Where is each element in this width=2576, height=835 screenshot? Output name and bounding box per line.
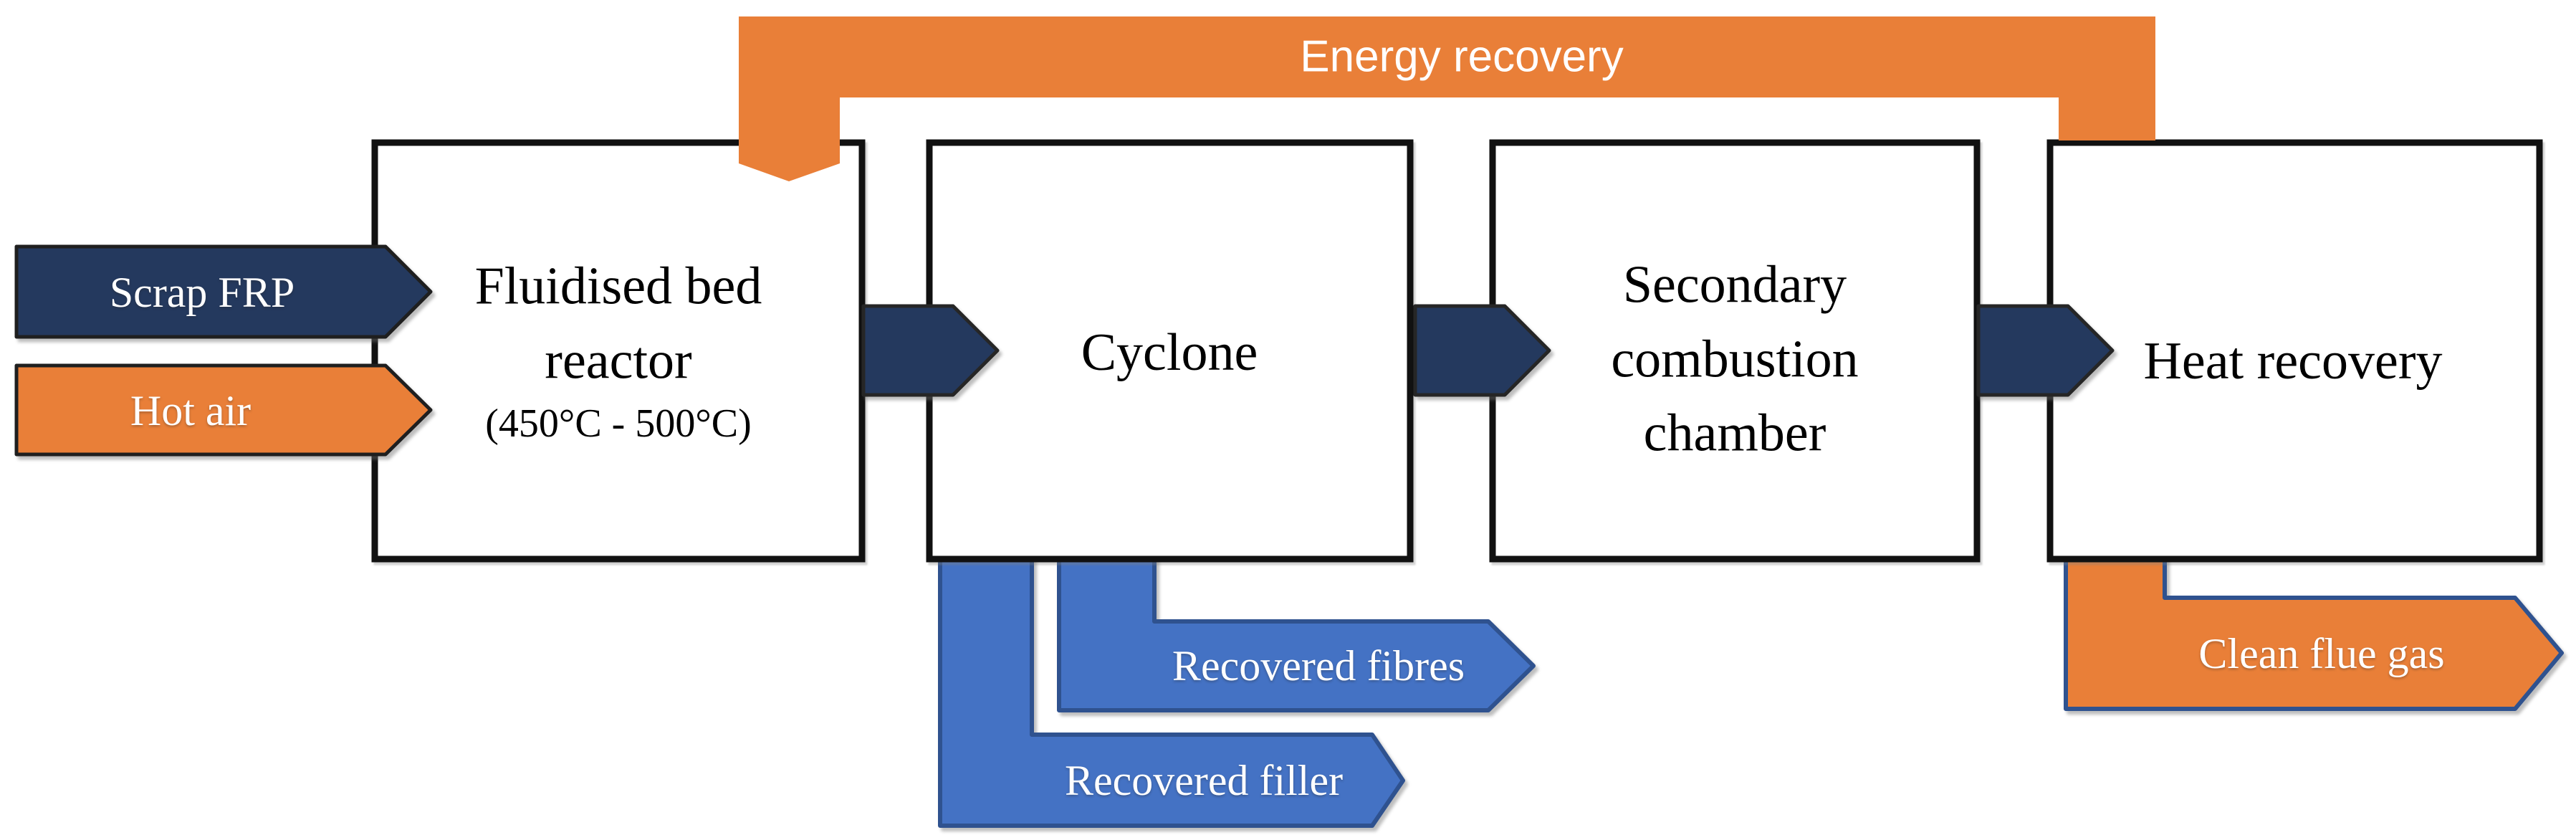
cyclone-box bbox=[926, 139, 1414, 563]
heat-recovery-title: Heat recovery bbox=[2143, 332, 2443, 391]
connector-arrow-reactor-to-cyclone bbox=[861, 304, 1000, 397]
recovered-fibres-arrow bbox=[1057, 554, 1536, 712]
energy-recovery-label: Energy recovery bbox=[1300, 32, 1624, 82]
connector-arrow-cyclone-to-chamber bbox=[1413, 304, 1551, 397]
secondary-combustion-chamber-title: Secondary combustion chamber bbox=[1611, 255, 1859, 463]
clean-flue-gas-label: Clean flue gas bbox=[2198, 630, 2445, 677]
cyclone-title: Cyclone bbox=[1081, 323, 1258, 383]
scrap-frp-label: Scrap FRP bbox=[109, 269, 295, 316]
fluidised-bed-reactor-box bbox=[371, 139, 866, 563]
connector-arrow-chamber-to-heat bbox=[1976, 304, 2115, 397]
hot-air-label: Hot air bbox=[130, 387, 252, 434]
hot-air-arrow bbox=[14, 363, 433, 457]
recovered-filler-arrow bbox=[938, 554, 1405, 828]
scrap-frp-arrow bbox=[14, 244, 433, 339]
clean-flue-gas-arrow bbox=[2064, 554, 2564, 711]
fluidised-bed-reactor-title: Fluidised bed reactor bbox=[474, 257, 762, 390]
recovered-fibres-label: Recovered fibres bbox=[1172, 642, 1465, 690]
fluidised-bed-reactor-subtitle: (450°C - 500°C) bbox=[485, 401, 752, 446]
recovered-filler-label: Recovered filler bbox=[1064, 757, 1344, 804]
energy-recovery-pipe bbox=[739, 16, 2155, 181]
